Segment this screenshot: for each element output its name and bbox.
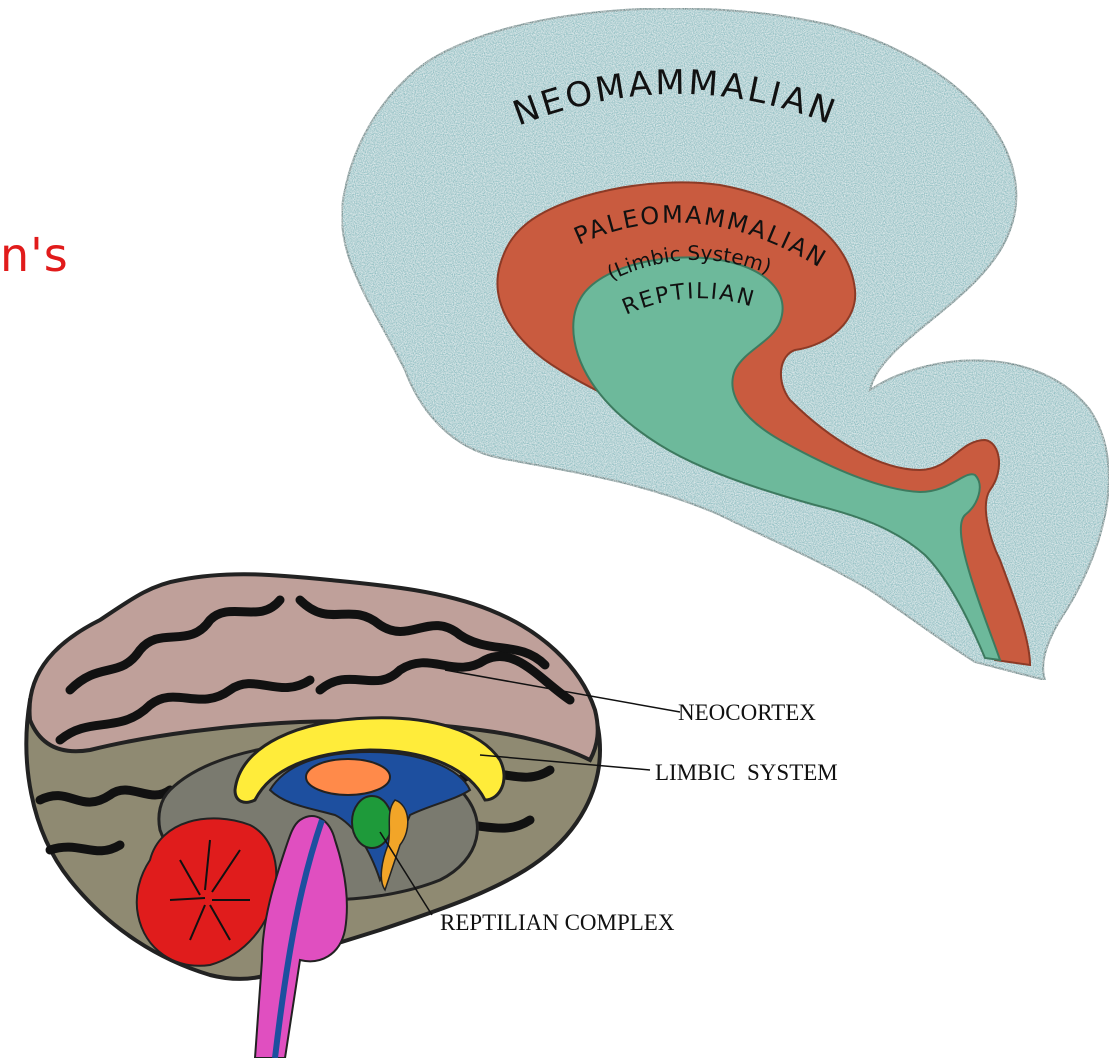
sagittal-brain: NEOCORTEX LIMBIC SYSTEM REPTILIAN COMPLE… <box>26 574 837 1058</box>
neocortex-label: NEOCORTEX <box>678 700 816 725</box>
thalamus <box>306 759 390 795</box>
reptilian-complex-label: REPTILIAN COMPLEX <box>440 910 675 935</box>
triune-model: NEOMAMMALIAN PALEOMAMMALIAN (Limbic Syst… <box>342 8 1109 680</box>
limbic-system-label: LIMBIC SYSTEM <box>655 760 838 785</box>
